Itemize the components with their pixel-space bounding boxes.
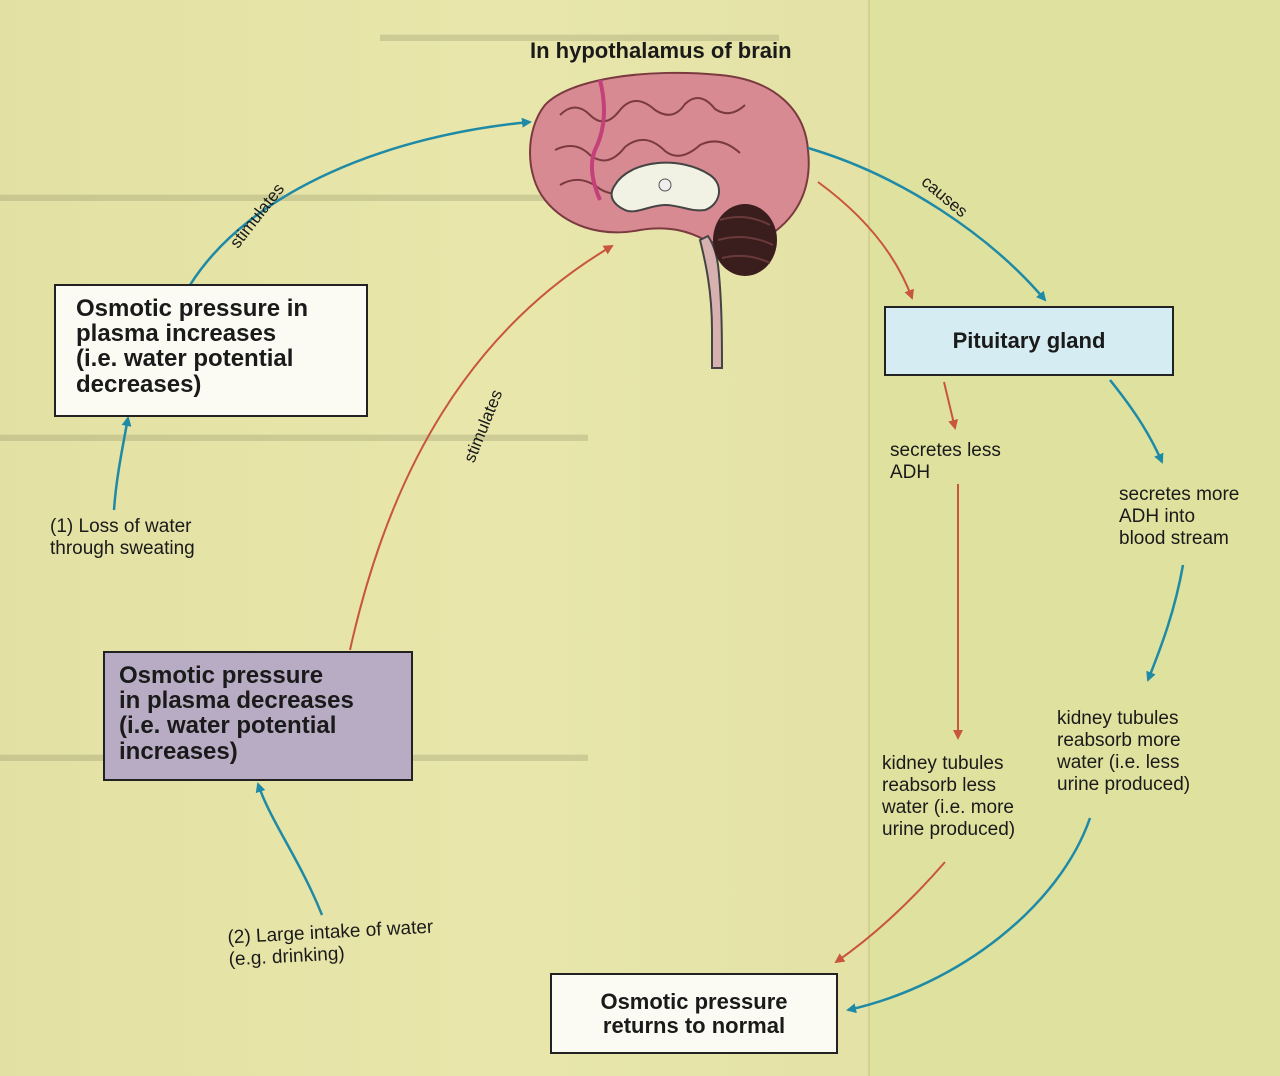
arrow-intake-to-decrease: [255, 782, 324, 916]
arrow-secretes-more-to-kidney: [1146, 564, 1185, 682]
label-line: secretes more: [1119, 484, 1240, 505]
show-through-text: ▬▬▬▬▬▬▬▬▬▬▬▬▬▬▬▬▬▬▬▬▬▬▬▬▬▬▬▬: [0, 422, 588, 446]
label-kidney-reabsorb-less: kidney tubules reabsorb less water (i.e.…: [882, 753, 1015, 841]
label-line: (1) Loss of water: [50, 516, 192, 537]
box-osmotic-increase: Osmotic pressure in plasma increases (i.…: [54, 284, 368, 417]
arrow-brain-to-secretes-less: [817, 181, 914, 300]
label-line: water (i.e. more: [882, 797, 1014, 818]
label-line: urine produced): [882, 819, 1016, 840]
box-line: in plasma decreases: [119, 687, 354, 715]
box-osmotic-normal: Osmotic pressure returns to normal: [550, 973, 838, 1054]
arrow-pituitary-to-secretes-more: [1109, 379, 1164, 464]
arrow-kidney-less-to-normal: [834, 861, 946, 964]
label-line: urine produced): [1057, 774, 1191, 795]
label-secretes-more: secretes more ADH into blood stream: [1119, 484, 1239, 550]
label-line: through sweating: [50, 538, 195, 559]
box-line: (i.e. water potential: [119, 712, 337, 740]
box-line: increases): [119, 737, 238, 765]
label-line: ADH into: [1119, 506, 1196, 527]
label-line: reabsorb more: [1057, 730, 1181, 751]
box-line: Osmotic pressure in: [76, 295, 309, 322]
arrow-increase-to-brain: [188, 117, 532, 286]
page-right-column: [868, 0, 1280, 1076]
label-line: secretes less: [890, 440, 1001, 461]
brain-illustration: [529, 71, 810, 369]
label-line: reabsorb less: [882, 775, 997, 796]
label-line: water (i.e. less: [1057, 752, 1180, 773]
arrow-kidney-more-to-normal: [846, 817, 1092, 1014]
box-line: Osmotic pressure: [600, 989, 788, 1015]
show-through-text: ▬▬▬▬▬▬▬▬▬▬▬▬▬▬▬▬▬▬▬▬▬▬▬▬▬▬▬▬: [0, 182, 588, 206]
box-line: (i.e. water potential: [76, 345, 294, 373]
arrow-decrease-to-brain: [349, 244, 614, 651]
label-line: kidney tubules: [882, 753, 1004, 774]
label-kidney-reabsorb-more: kidney tubules reabsorb more water (i.e.…: [1057, 708, 1190, 796]
arrow-pituitary-to-secretes-less: [943, 381, 959, 430]
arrow-brain-to-pituitary: [807, 146, 1047, 302]
box-osmotic-decrease: Osmotic pressure in plasma decreases (i.…: [103, 651, 413, 781]
label-secretes-less: secretes less ADH: [890, 440, 1001, 484]
show-through-text: ▬▬▬▬▬▬▬▬▬▬▬▬▬▬▬▬▬▬▬: [380, 22, 779, 46]
brain-location-title: In hypothalamus of brain: [530, 38, 792, 63]
arrow-loss-to-increase: [112, 416, 132, 511]
box-line: plasma increases: [76, 320, 277, 348]
label-loss-of-water: (1) Loss of water through sweating: [50, 516, 195, 560]
cerebellum: [713, 204, 777, 276]
label-line: kidney tubules: [1057, 708, 1179, 729]
box-line: returns to normal: [602, 1012, 786, 1038]
box-line: Osmotic pressure: [119, 662, 324, 689]
label-line: blood stream: [1119, 528, 1229, 549]
box-line: decreases): [76, 370, 202, 398]
box-pituitary-gland: Pituitary gland: [884, 306, 1174, 376]
label-line: ADH: [890, 462, 931, 483]
